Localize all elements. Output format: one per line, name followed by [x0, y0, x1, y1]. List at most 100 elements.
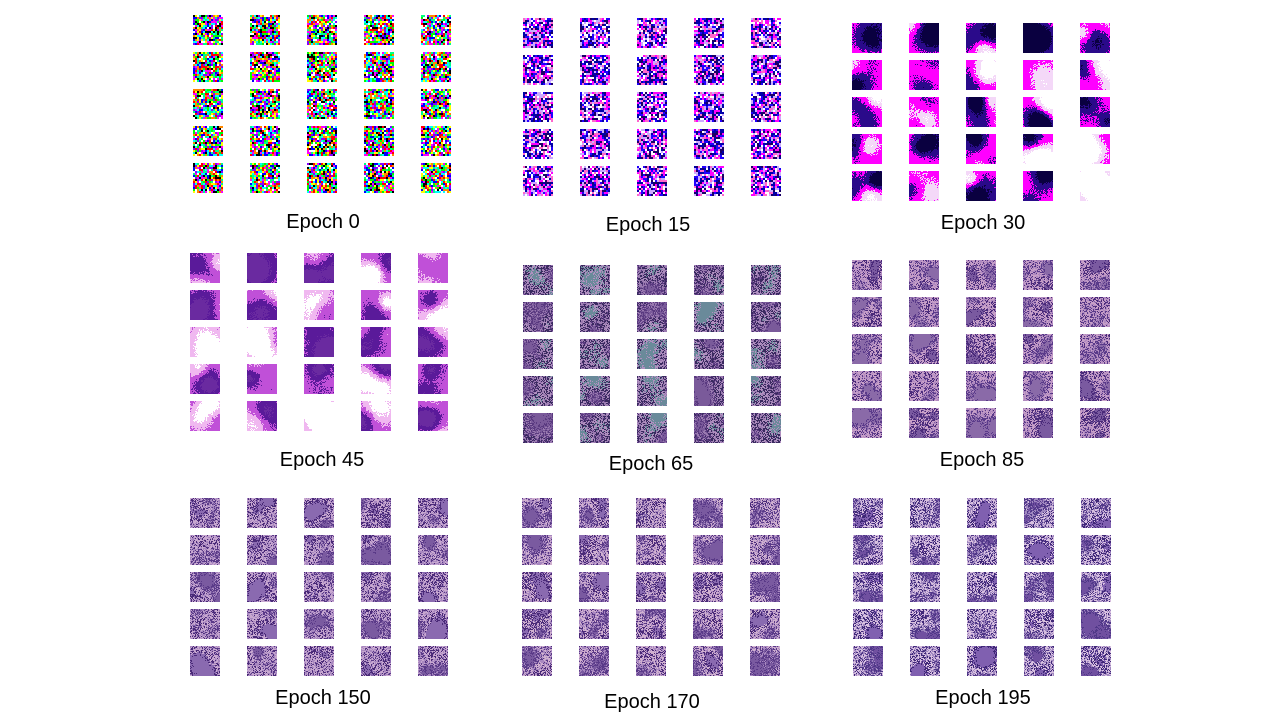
sample-image [421, 89, 451, 119]
sample-image [909, 260, 939, 290]
sample-grid [522, 498, 780, 676]
sample-image [909, 171, 939, 201]
sample-image [694, 339, 724, 369]
sample-image [637, 376, 667, 406]
sample-image [522, 572, 552, 602]
sample-grid [523, 265, 781, 443]
sample-image [910, 535, 940, 565]
sample-image [1081, 498, 1111, 528]
sample-image [967, 609, 997, 639]
sample-image [247, 364, 277, 394]
sample-image [1024, 646, 1054, 676]
sample-image [580, 265, 610, 295]
sample-image [637, 166, 667, 196]
sample-image [909, 334, 939, 364]
sample-image [247, 572, 277, 602]
sample-image [250, 89, 280, 119]
sample-grid [852, 23, 1110, 201]
sample-image [852, 134, 882, 164]
sample-grid [523, 18, 781, 196]
epoch-label: Epoch 45 [279, 449, 365, 471]
sample-image [250, 15, 280, 45]
sample-image [751, 55, 781, 85]
epoch-label: Epoch 150 [275, 687, 371, 709]
sample-image [1024, 498, 1054, 528]
sample-image [361, 572, 391, 602]
sample-image [852, 60, 882, 90]
sample-image [1023, 171, 1053, 201]
sample-image [579, 609, 609, 639]
sample-image [522, 609, 552, 639]
sample-image [637, 413, 667, 443]
sample-image [307, 15, 337, 45]
sample-image [909, 97, 939, 127]
sample-image [694, 376, 724, 406]
sample-image [523, 413, 553, 443]
sample-image [307, 126, 337, 156]
sample-image [304, 364, 334, 394]
sample-image [1023, 134, 1053, 164]
sample-image [637, 339, 667, 369]
sample-image [421, 52, 451, 82]
sample-grid [193, 15, 451, 193]
sample-image [418, 609, 448, 639]
sample-image [910, 498, 940, 528]
sample-image [966, 260, 996, 290]
sample-image [750, 646, 780, 676]
sample-image [580, 376, 610, 406]
sample-image [190, 327, 220, 357]
sample-image [304, 646, 334, 676]
sample-image [1023, 23, 1053, 53]
sample-image [1080, 134, 1110, 164]
sample-image [580, 413, 610, 443]
sample-image [853, 535, 883, 565]
sample-image [523, 339, 553, 369]
sample-image [966, 408, 996, 438]
sample-image [966, 171, 996, 201]
sample-image [361, 535, 391, 565]
sample-image [190, 535, 220, 565]
sample-image [364, 126, 394, 156]
epoch-label: Epoch 170 [604, 691, 700, 713]
sample-image [579, 572, 609, 602]
sample-image [193, 89, 223, 119]
sample-image [1080, 334, 1110, 364]
sample-image [1023, 371, 1053, 401]
sample-image [1080, 260, 1110, 290]
sample-image [694, 18, 724, 48]
sample-image [421, 163, 451, 193]
sample-image [421, 126, 451, 156]
sample-image [523, 376, 553, 406]
sample-image [750, 498, 780, 528]
sample-image [304, 572, 334, 602]
sample-image [694, 413, 724, 443]
epoch-label: Epoch 85 [939, 449, 1025, 471]
sample-image [247, 327, 277, 357]
sample-image [693, 646, 723, 676]
sample-image [751, 129, 781, 159]
sample-image [966, 60, 996, 90]
sample-image [418, 572, 448, 602]
sample-image [361, 290, 391, 320]
epoch-label: Epoch 30 [940, 212, 1026, 234]
sample-image [418, 290, 448, 320]
sample-image [750, 535, 780, 565]
sample-grid [190, 498, 448, 676]
sample-image [967, 646, 997, 676]
sample-image [304, 253, 334, 283]
sample-image [694, 92, 724, 122]
sample-image [909, 297, 939, 327]
sample-image [193, 15, 223, 45]
sample-image [418, 646, 448, 676]
sample-image [852, 260, 882, 290]
sample-image [1080, 297, 1110, 327]
sample-image [751, 265, 781, 295]
sample-image [1080, 23, 1110, 53]
sample-image [364, 52, 394, 82]
epoch-label: Epoch 195 [935, 687, 1031, 709]
sample-image [247, 498, 277, 528]
sample-image [304, 290, 334, 320]
sample-image [751, 413, 781, 443]
sample-image [250, 126, 280, 156]
epoch-label: Epoch 65 [608, 453, 694, 475]
